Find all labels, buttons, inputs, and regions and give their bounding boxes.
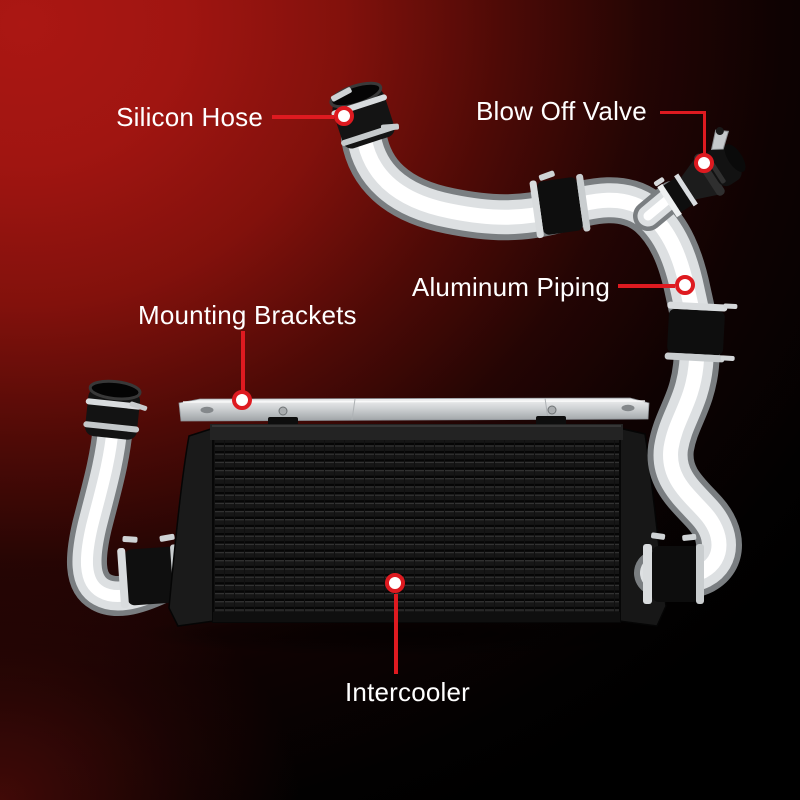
bov-horn xyxy=(710,129,730,150)
callout-line-intercooler xyxy=(394,594,398,674)
callout-dot-mounting-brackets xyxy=(232,390,252,410)
callout-line-blow-off-valve xyxy=(660,111,706,157)
intercooler xyxy=(168,424,667,627)
silicone-coupler-right-lower xyxy=(643,532,704,604)
callout-label-silicon-hose: Silicon Hose xyxy=(116,102,263,132)
callout-label-mounting-brackets: Mounting Brackets xyxy=(138,300,357,330)
callout-label-aluminum-piping: Aluminum Piping xyxy=(411,272,610,302)
callout-line-silicon-hose xyxy=(272,115,334,119)
aluminum-pipe-main xyxy=(341,115,742,600)
callout-label-blow-off-valve: Blow Off Valve xyxy=(476,96,647,126)
callout-dot-intercooler xyxy=(385,573,405,593)
callout-line-aluminum-piping xyxy=(618,284,675,288)
silicone-coupler-left-top xyxy=(83,379,148,440)
blow-off-valve xyxy=(653,126,746,218)
intercooler-bottom-frame xyxy=(213,612,620,622)
silicone-coupler-right-upper xyxy=(664,301,738,363)
callout-dot-aluminum-piping xyxy=(675,275,695,295)
callout-line-mounting-brackets xyxy=(241,331,245,391)
silicone-coupler-mid xyxy=(529,170,591,239)
silicone-coupler-top xyxy=(329,81,400,149)
intercooler-left-tank xyxy=(168,426,215,627)
callout-dot-silicon-hose xyxy=(334,106,354,126)
callout-dot-blow-off-valve xyxy=(694,153,714,173)
callout-label-intercooler: Intercooler xyxy=(345,677,471,707)
intercooler-core xyxy=(212,425,621,623)
intercooler-top-frame xyxy=(210,424,623,440)
